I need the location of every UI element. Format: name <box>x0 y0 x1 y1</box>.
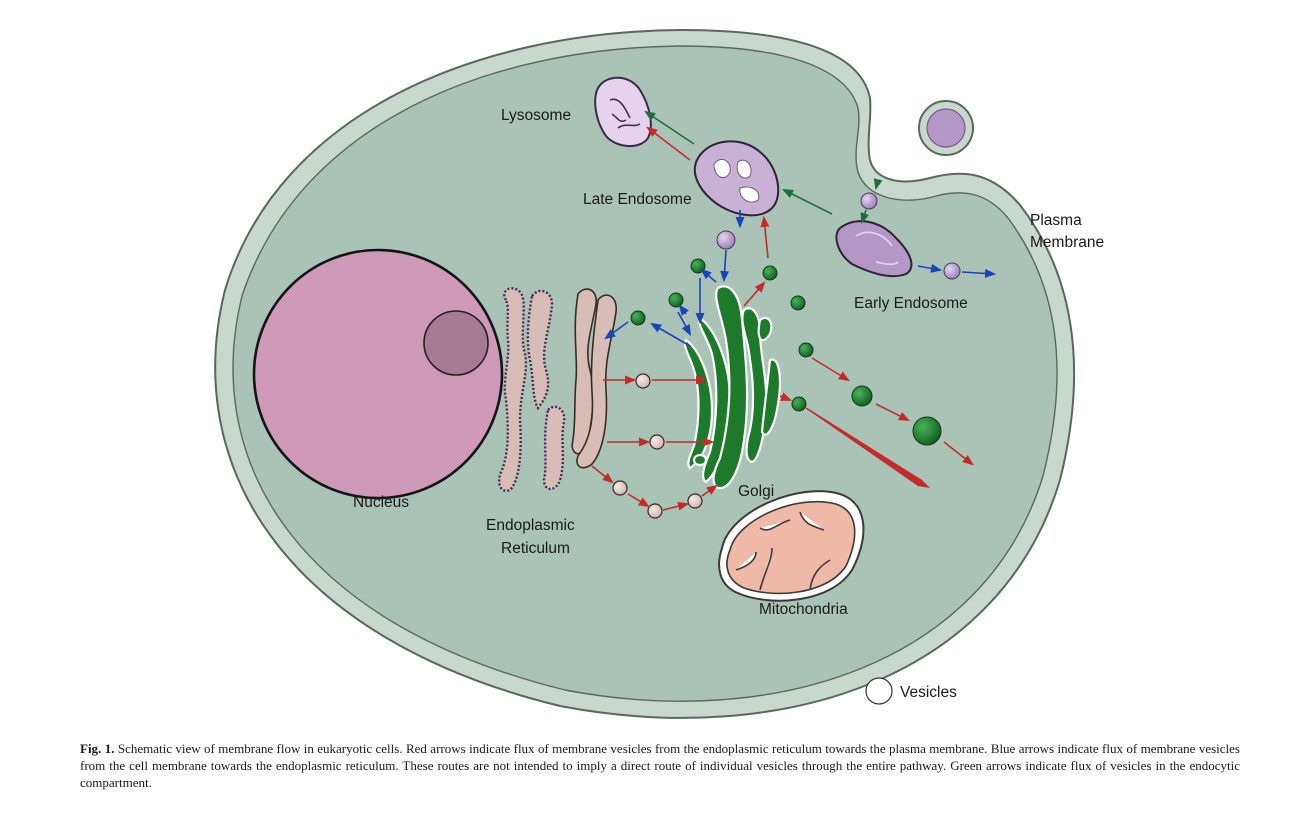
lysosome <box>594 76 652 147</box>
label-plasma-membrane-2: Membrane <box>1030 234 1104 251</box>
legend-vesicle-symbol <box>865 677 893 705</box>
er-vesicles <box>612 373 703 519</box>
label-plasma-membrane-1: Plasma <box>1030 212 1082 229</box>
mitochondrion <box>718 490 865 602</box>
label-late-endosome: Late Endosome <box>583 191 692 208</box>
label-early-endosome: Early Endosome <box>854 295 968 312</box>
large-red-arrow <box>808 410 930 488</box>
golgi-apparatus <box>683 285 781 490</box>
vesicle-legend <box>865 677 893 705</box>
endocytic-vesicles <box>716 192 961 280</box>
nucleus <box>252 248 504 500</box>
label-nucleus: Nucleus <box>353 494 409 511</box>
label-mitochondria: Mitochondria <box>759 601 848 618</box>
golgi-vesicles <box>630 258 942 446</box>
label-er-1: Endoplasmic <box>486 517 575 534</box>
figure-caption: Fig. 1. Schematic view of membrane flow … <box>80 740 1240 791</box>
extracellular-vesicle <box>918 100 974 156</box>
blue-arrows <box>604 210 997 347</box>
nucleolus <box>423 310 489 376</box>
label-golgi: Golgi <box>738 483 774 500</box>
label-er-2: Reticulum <box>501 540 570 557</box>
caption-text: Schematic view of membrane flow in eukar… <box>80 741 1240 790</box>
cell-diagram: Lysosome Late Endosome Plasma Membrane E… <box>214 28 1104 719</box>
caption-figure-label: Fig. 1. <box>80 741 115 756</box>
late-endosome <box>693 140 780 217</box>
green-arrows <box>644 110 883 225</box>
label-lysosome: Lysosome <box>501 107 571 124</box>
early-endosome <box>835 220 913 278</box>
large-red-arrow-shaft <box>805 407 923 482</box>
red-arrows <box>591 126 974 511</box>
label-vesicles: Vesicles <box>900 684 957 701</box>
